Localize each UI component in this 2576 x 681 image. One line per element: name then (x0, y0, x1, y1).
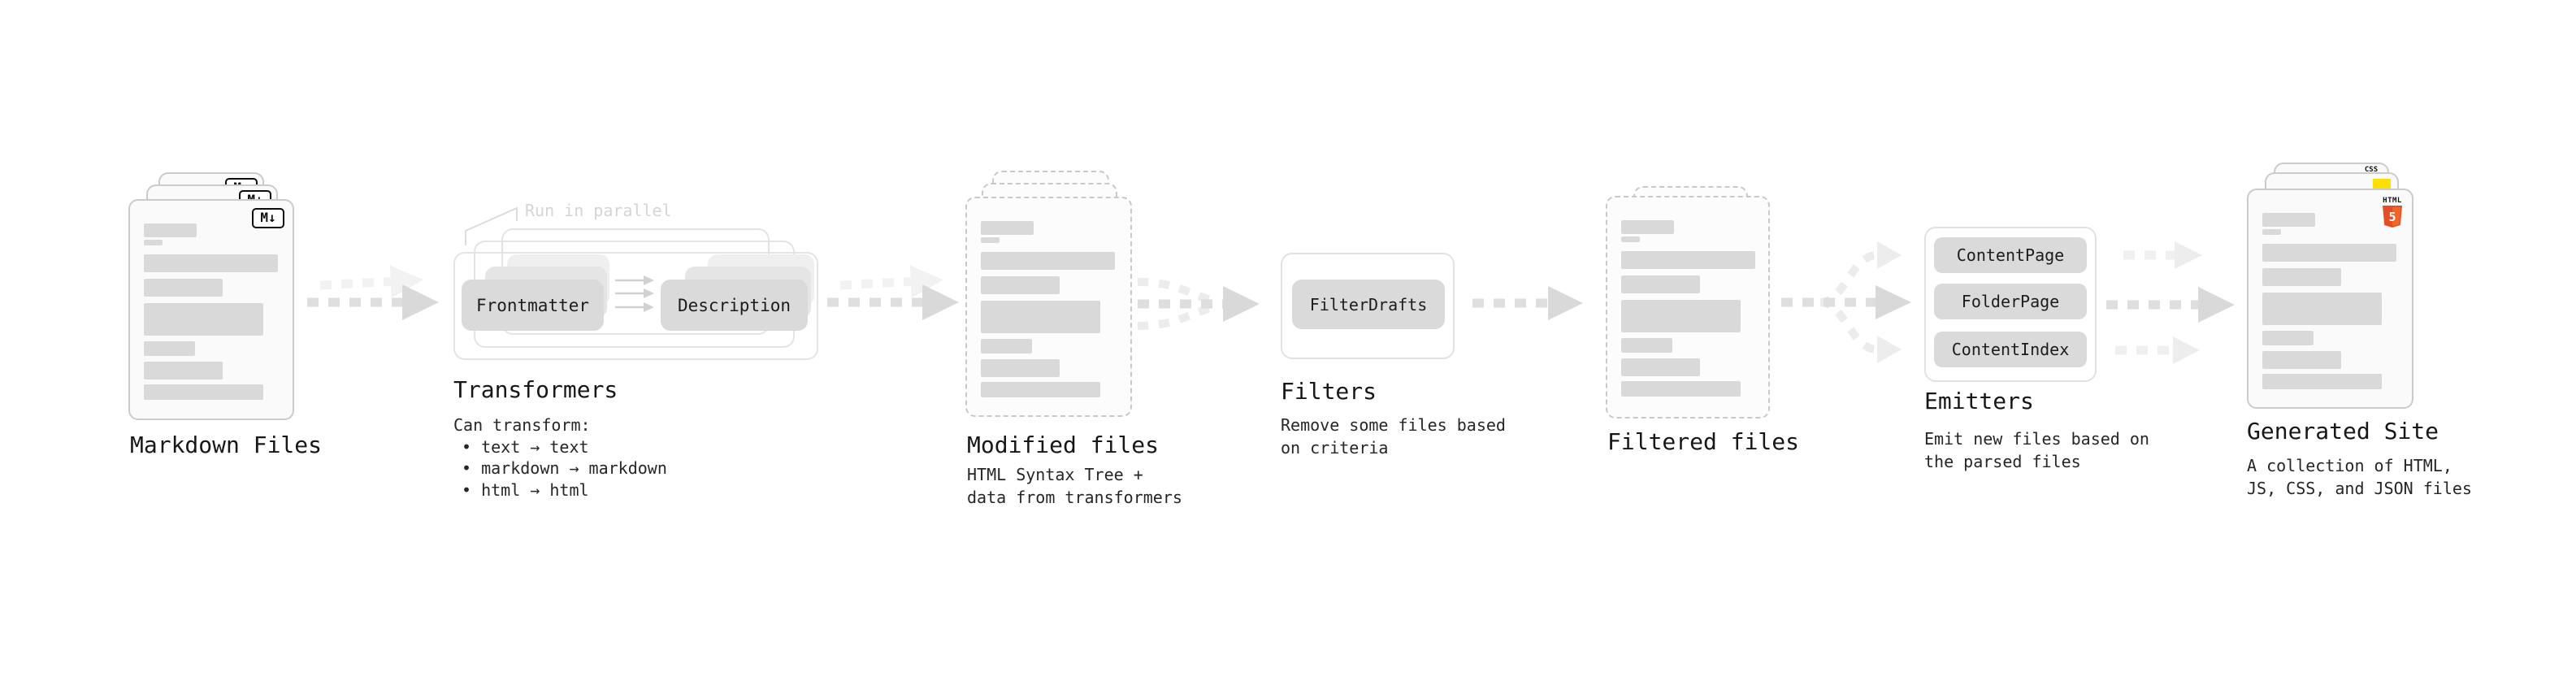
desc-line: data from transformers (967, 488, 1182, 507)
filterdrafts-chip: FilterDrafts (1292, 280, 1445, 329)
transformer-chip-arrows-icon (615, 275, 654, 312)
text-line-bar (2262, 268, 2341, 286)
contentpage-chip: ContentPage (1934, 237, 2087, 273)
text-line-bar (1621, 251, 1755, 269)
text-line-bar (1621, 275, 1700, 293)
text-line-bar (144, 362, 223, 380)
modified-files-title: Modified files (967, 432, 1160, 458)
modified-files-stack (965, 171, 1132, 417)
text-line-bar (981, 382, 1100, 397)
text-line-bar (2262, 351, 2341, 369)
frontmatter-chip: Frontmatter (462, 280, 604, 331)
arrow-merge-modified-to-filters-icon (1137, 278, 1260, 330)
css-icon-label: CSS (2364, 166, 2379, 174)
transformers-description: Can transform: • text → text • markdown … (453, 414, 667, 501)
desc-line: HTML Syntax Tree + (967, 465, 1143, 484)
transform-bullet: • text → text (462, 436, 589, 457)
arrow-filters-to-filtered-icon (1472, 286, 1583, 320)
svg-text:5: 5 (2388, 210, 2396, 224)
text-line-bar (2262, 229, 2281, 235)
run-in-parallel-leader-line (465, 206, 518, 245)
html5-icon-label: HTML (2383, 197, 2402, 205)
filters-panel: FilterDrafts (1281, 253, 1455, 359)
text-line-bar (981, 276, 1060, 294)
transform-bullet: • markdown → markdown (462, 458, 667, 478)
text-line-bar (144, 223, 197, 237)
doc-content-placeholder (1607, 220, 1768, 397)
filtered-files-title: Filtered files (1607, 428, 1800, 455)
desc-line: the parsed files (1924, 452, 2081, 471)
text-line-bar (2262, 244, 2396, 262)
text-line-bar (1621, 381, 1741, 397)
text-line-bar (144, 384, 263, 400)
text-line-bar (1621, 236, 1640, 242)
text-line-bar (2262, 331, 2314, 345)
desc-line: Remove some files based (1281, 415, 1506, 435)
text-line-bar (144, 303, 263, 336)
text-line-bar (1621, 220, 1674, 234)
desc-line: JS, CSS, and JSON files (2247, 479, 2472, 498)
emitters-title: Emitters (1924, 388, 2034, 414)
markdown-doc-front: M↓ (128, 199, 294, 420)
generated-site-stack: CSS HTML 5 (2247, 163, 2413, 409)
text-line-bar (981, 237, 1000, 243)
filters-description: Remove some files based on criteria (1281, 414, 1506, 459)
doc-content-placeholder (967, 221, 1130, 397)
text-line-bar (981, 339, 1032, 354)
description-chip: Description (661, 280, 808, 331)
emitters-panel: ContentPage FolderPage ContentIndex (1924, 227, 2097, 382)
text-line-bar (1621, 338, 1672, 353)
doc-content-placeholder (2249, 213, 2412, 389)
text-line-bar (144, 341, 195, 356)
arrow-transformers-to-modified-icon (827, 284, 959, 320)
text-line-bar (144, 240, 163, 245)
transform-bullet: • html → html (462, 479, 589, 500)
markdown-files-stack: M↓ M↓ M↓ (128, 172, 294, 420)
arrow-split-filtered-to-emitters-icon (1781, 241, 1911, 363)
text-line-bar (981, 252, 1115, 270)
generated-site-title: Generated Site (2247, 418, 2439, 445)
generated-site-description: A collection of HTML, JS, CSS, and JSON … (2247, 454, 2472, 500)
text-line-bar (144, 254, 278, 272)
contentindex-chip: ContentIndex (1934, 332, 2087, 367)
filtered-files-stack (1606, 186, 1770, 419)
run-in-parallel-label: Run in parallel (525, 201, 672, 220)
text-line-bar (144, 279, 223, 297)
arrow-markdown-to-transformers-icon (307, 284, 439, 320)
html5-icon: HTML 5 (2383, 197, 2402, 231)
filters-title: Filters (1281, 378, 1377, 405)
text-line-bar (981, 221, 1034, 235)
arrow-ghost-icon (839, 265, 943, 298)
text-line-bar (981, 359, 1060, 377)
desc-line: Emit new files based on (1924, 429, 2149, 449)
transformers-title: Transformers (453, 376, 618, 403)
desc-line: A collection of HTML, (2247, 456, 2452, 475)
modified-files-description: HTML Syntax Tree + data from transformer… (967, 463, 1182, 509)
modified-doc-front (965, 197, 1132, 417)
transformers-desc-heading: Can transform: (453, 415, 591, 435)
desc-line: on criteria (1281, 438, 1389, 458)
emitters-description: Emit new files based on the parsed files (1924, 427, 2149, 473)
doc-content-placeholder (130, 223, 293, 400)
transformer-frame-front (453, 252, 818, 360)
text-line-bar (2262, 213, 2315, 227)
text-line-bar (981, 301, 1100, 333)
text-line-bar (2262, 374, 2382, 389)
arrow-emitters-to-generated-icon (2106, 241, 2235, 364)
generated-doc-front: HTML 5 (2247, 189, 2413, 409)
arrow-ghost-icon (319, 265, 423, 298)
folderpage-chip: FolderPage (1934, 284, 2087, 319)
text-line-bar (1621, 358, 1700, 376)
filtered-doc-front (1606, 196, 1770, 419)
text-line-bar (1621, 300, 1741, 332)
markdown-files-title: Markdown Files (130, 432, 323, 458)
text-line-bar (2262, 293, 2382, 325)
markdown-badge-icon: M↓ (252, 208, 284, 228)
